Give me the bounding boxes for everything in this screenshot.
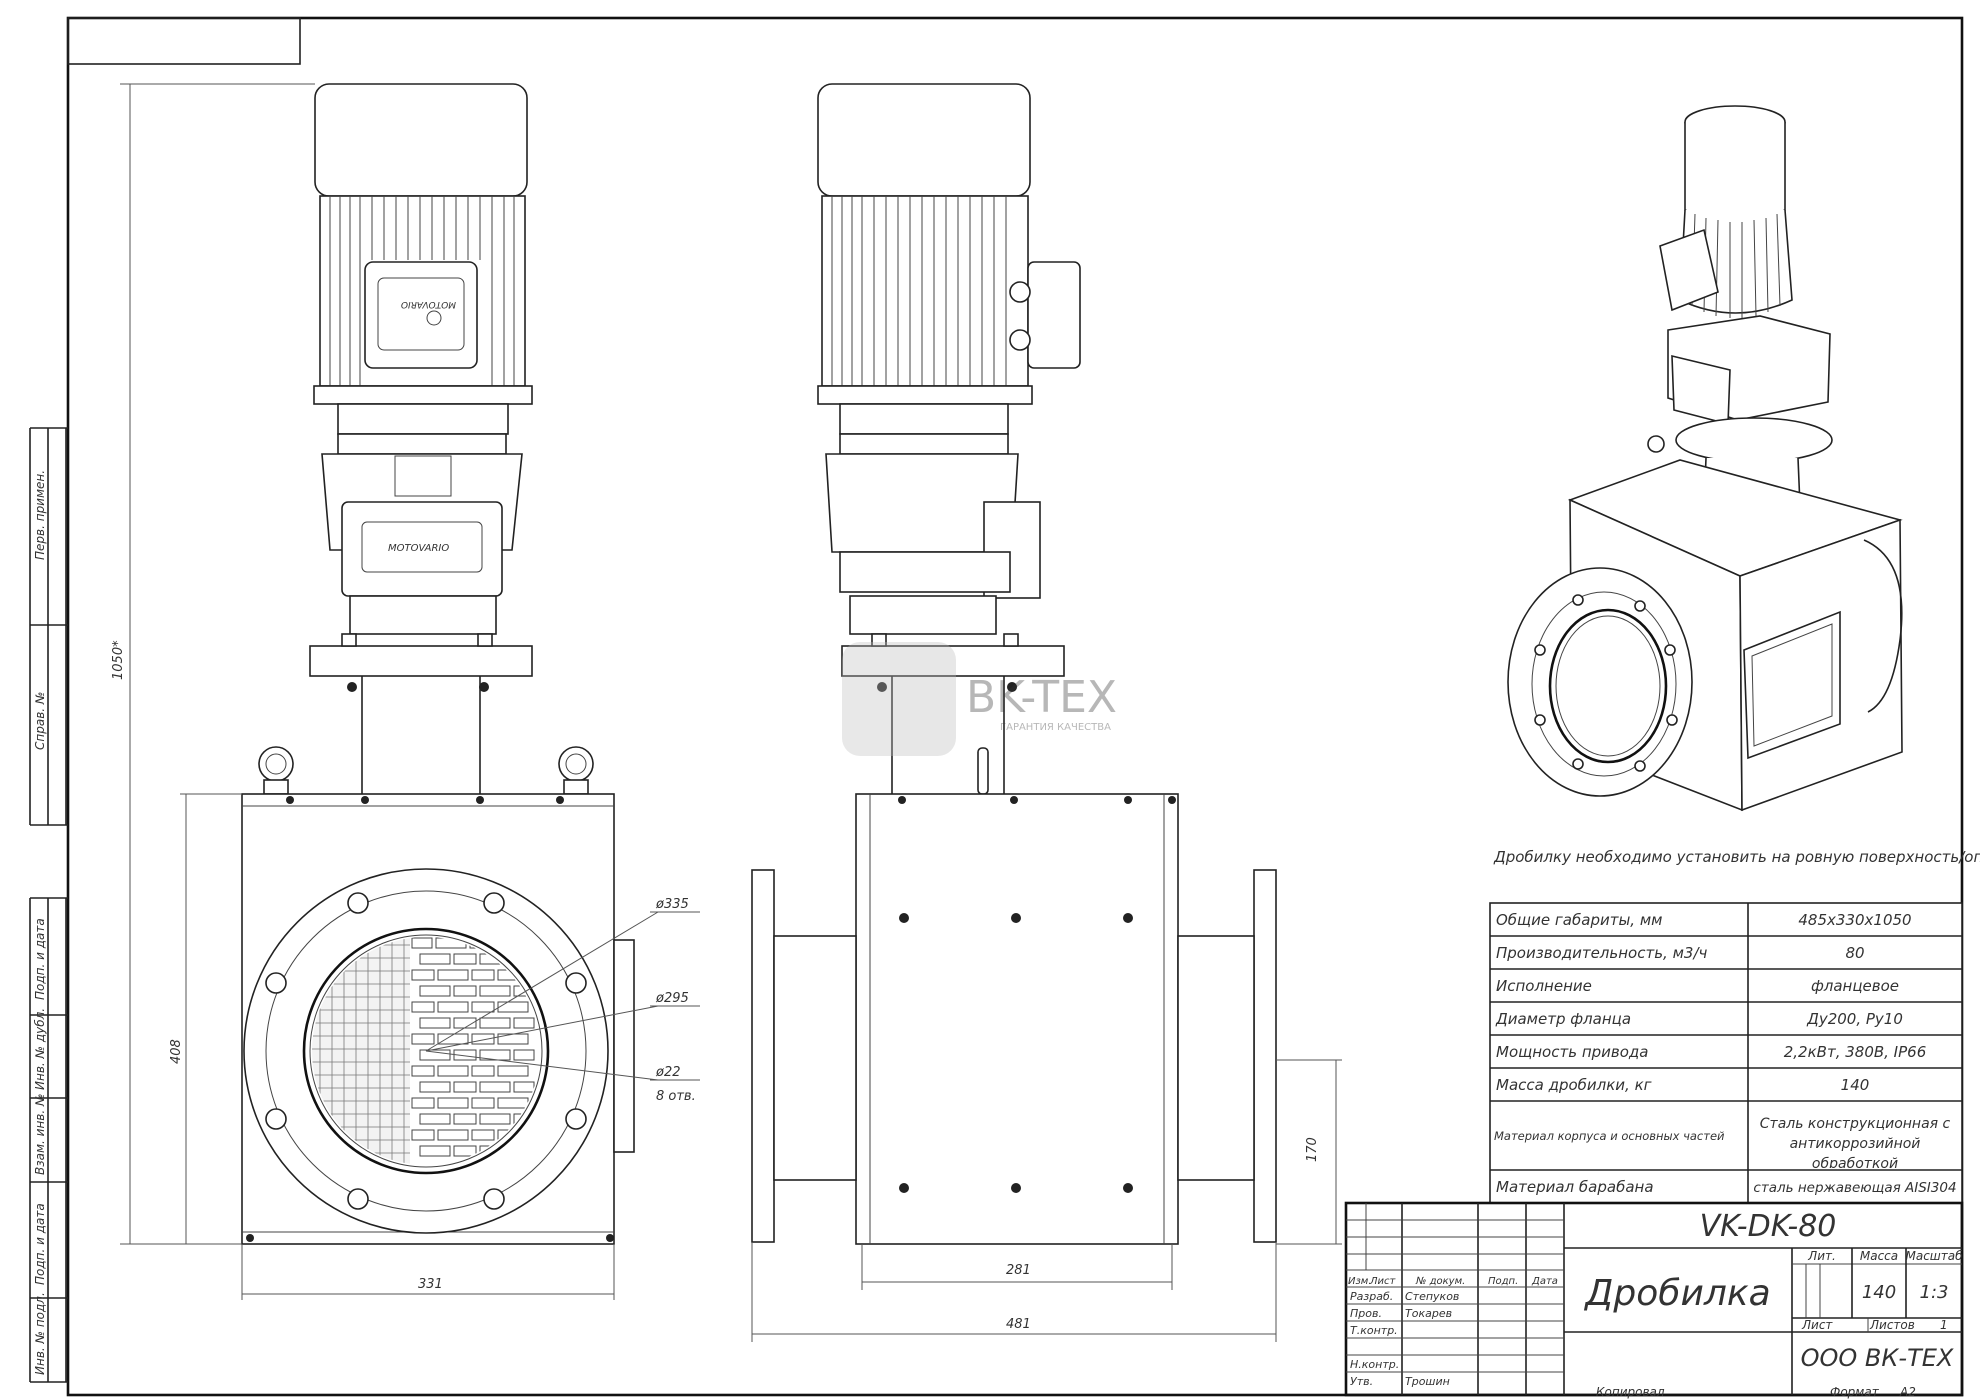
tb-col-list: Лист (1369, 1276, 1397, 1287)
side-view: BK-TEX ГАРАНТИЯ КАЧЕСТВА 170 281 481 (751, 83, 1342, 1342)
tb-name: Дробилка (1583, 1273, 1770, 1314)
dim-width-side-inner: 281 (1006, 1263, 1031, 1278)
spec-value-6: Сталь конструкционная с антикоррозийной … (1759, 1116, 1951, 1168)
dim-width-side-total: 481 (1006, 1317, 1031, 1332)
tb-col-sign: Подп. (1488, 1276, 1518, 1287)
tb-razrab-label: Разраб. (1350, 1290, 1393, 1303)
spec-value-1: 80 (1845, 944, 1864, 962)
tb-tkontr-label: Т.контр. (1350, 1324, 1398, 1337)
spec-label-1: Производительность, м3/ч (1496, 944, 1707, 962)
front-mounting-plate (309, 645, 533, 677)
left-stamp-column: Перв. примен. Справ. № Подп. и дата Инв.… (29, 427, 68, 1383)
drawing-frame (66, 16, 1964, 1397)
tb-sheet-label: Лист (1801, 1318, 1833, 1332)
format-value: А2 (1899, 1385, 1916, 1399)
installation-note: Дробилку необходимо установить на ровную… (1493, 848, 1980, 866)
dim-flange-outer: ø335 (655, 897, 689, 912)
side-body-bolts (898, 796, 1176, 1193)
side-motor-fins (831, 196, 1007, 386)
tb-sheets-value: 1 (1940, 1318, 1948, 1332)
iso-flange (1507, 567, 1693, 797)
stamp-podp-data-1: Подп. и дата (33, 918, 47, 1000)
title-block: VK-DK-80 Дробилка Лит. Масса Масштаб 140… (1344, 1201, 1964, 1397)
watermark-text: BK-TEX (966, 672, 1117, 723)
front-body-bolts (246, 796, 614, 1242)
lifting-eye-left (258, 746, 294, 782)
stamp-vzam-inv: Взам. инв. № (33, 1094, 47, 1175)
side-pipe-left (773, 935, 857, 1181)
format-label: Формат (1830, 1385, 1880, 1399)
side-terminal-box (1027, 261, 1081, 369)
spec-label-7: Материал барабана (1496, 1178, 1654, 1196)
side-flange-right (1253, 869, 1277, 1243)
iso-terminal-box (1659, 228, 1719, 312)
tb-razrab-name: Степуков (1405, 1290, 1459, 1303)
spec-value-0: 485x330x1050 (1798, 911, 1911, 929)
iso-inspection-hatch (1743, 610, 1841, 760)
side-motor-cap (817, 83, 1031, 197)
side-flange-left (751, 869, 775, 1243)
front-terminal-box (364, 261, 478, 369)
spec-label-5: Масса дробилки, кг (1496, 1076, 1652, 1094)
spec-label-0: Общие габариты, мм (1496, 911, 1662, 929)
front-view: MOTOVARIO MOTOVARIO (111, 83, 700, 1300)
front-motor-cap (314, 83, 528, 197)
tb-company: ООО ВК-ТЕХ (1801, 1344, 1954, 1372)
stamp-inv-podl: Инв. № подл. (33, 1292, 47, 1375)
dim-axis-height: 170 (1305, 1137, 1320, 1162)
watermark: BK-TEX ГАРАНТИЯ КАЧЕСТВА (842, 642, 1117, 756)
spec-label-4: Мощность привода (1496, 1043, 1648, 1061)
tb-sheets-label: Листов (1869, 1318, 1915, 1332)
tb-mass-label: Масса (1860, 1249, 1898, 1263)
spec-value-3: Ду200, Ру10 (1806, 1010, 1903, 1028)
side-mounting-plate (841, 645, 1065, 677)
front-motor-fins (329, 196, 515, 386)
stamp-inv-dubl: Инв. № дубл. (33, 1008, 47, 1090)
tb-scale-value: 1:3 (1920, 1282, 1949, 1303)
front-motor-logo: MOTOVARIO (401, 299, 456, 309)
dim-hole-diameter: ø22 (655, 1065, 681, 1080)
tb-col-doc: № докум. (1415, 1276, 1465, 1287)
spec-label-2: Исполнение (1496, 977, 1592, 995)
front-flange-holes (265, 892, 587, 1210)
tb-utv-name: Трошин (1405, 1375, 1450, 1388)
tb-designation: VK-DK-80 (1700, 1209, 1837, 1244)
tb-col-date: Дата (1531, 1276, 1558, 1287)
spec-value-4: 2,2кВт, 380В, IP66 (1784, 1043, 1927, 1061)
side-crusher-body (855, 793, 1179, 1245)
dim-hole-count: 8 отв. (656, 1089, 696, 1104)
dim-height-total: 1050* (111, 640, 126, 680)
tb-utv-label: Утв. (1350, 1375, 1373, 1388)
tb-prov-label: Пров. (1350, 1307, 1382, 1320)
tb-mass-value: 140 (1862, 1282, 1896, 1303)
dim-flange-bolt-circle: ø295 (655, 991, 689, 1006)
side-pipe-right (1177, 935, 1255, 1181)
top-left-stamp-box (67, 17, 301, 65)
tb-nkontr-label: Н.контр. (1350, 1358, 1399, 1371)
copied-label: Копировал (1596, 1385, 1665, 1399)
tb-col-izm: Изм. (1348, 1276, 1372, 1287)
stamp-sprav-no: Справ. № (33, 692, 47, 750)
front-gearbox-logo: MOTOVARIO (388, 543, 449, 554)
spec-label-3: Диаметр фланца (1495, 1010, 1631, 1028)
side-motor-body (821, 195, 1029, 387)
dim-width-front: 331 (418, 1277, 443, 1292)
spec-value-2: фланцевое (1811, 977, 1899, 995)
lifting-eye-right (558, 746, 594, 782)
isometric-view (1507, 105, 1903, 812)
tb-prov-name: Токарев (1405, 1307, 1452, 1320)
spec-value-7: сталь нержавеющая AISI304 (1753, 1180, 1956, 1196)
tb-lit-label: Лит. (1807, 1249, 1836, 1263)
stamp-podp-data-2: Подп. и дата (33, 1203, 47, 1285)
installation-note-text: Дробилку необходимо установить на ровную… (1493, 848, 1980, 866)
tb-scale-label: Масштаб (1905, 1249, 1963, 1263)
spec-table: Общие габариты, мм 485x330x1050 Производ… (1489, 902, 1963, 1204)
stamp-perv-primen: Перв. примен. (33, 470, 47, 560)
dim-height-body: 408 (169, 1039, 184, 1064)
watermark-subtext: ГАРАНТИЯ КАЧЕСТВА (1000, 722, 1111, 733)
spec-label-6: Материал корпуса и основных частей (1494, 1129, 1725, 1143)
spec-value-5: 140 (1841, 1076, 1870, 1094)
